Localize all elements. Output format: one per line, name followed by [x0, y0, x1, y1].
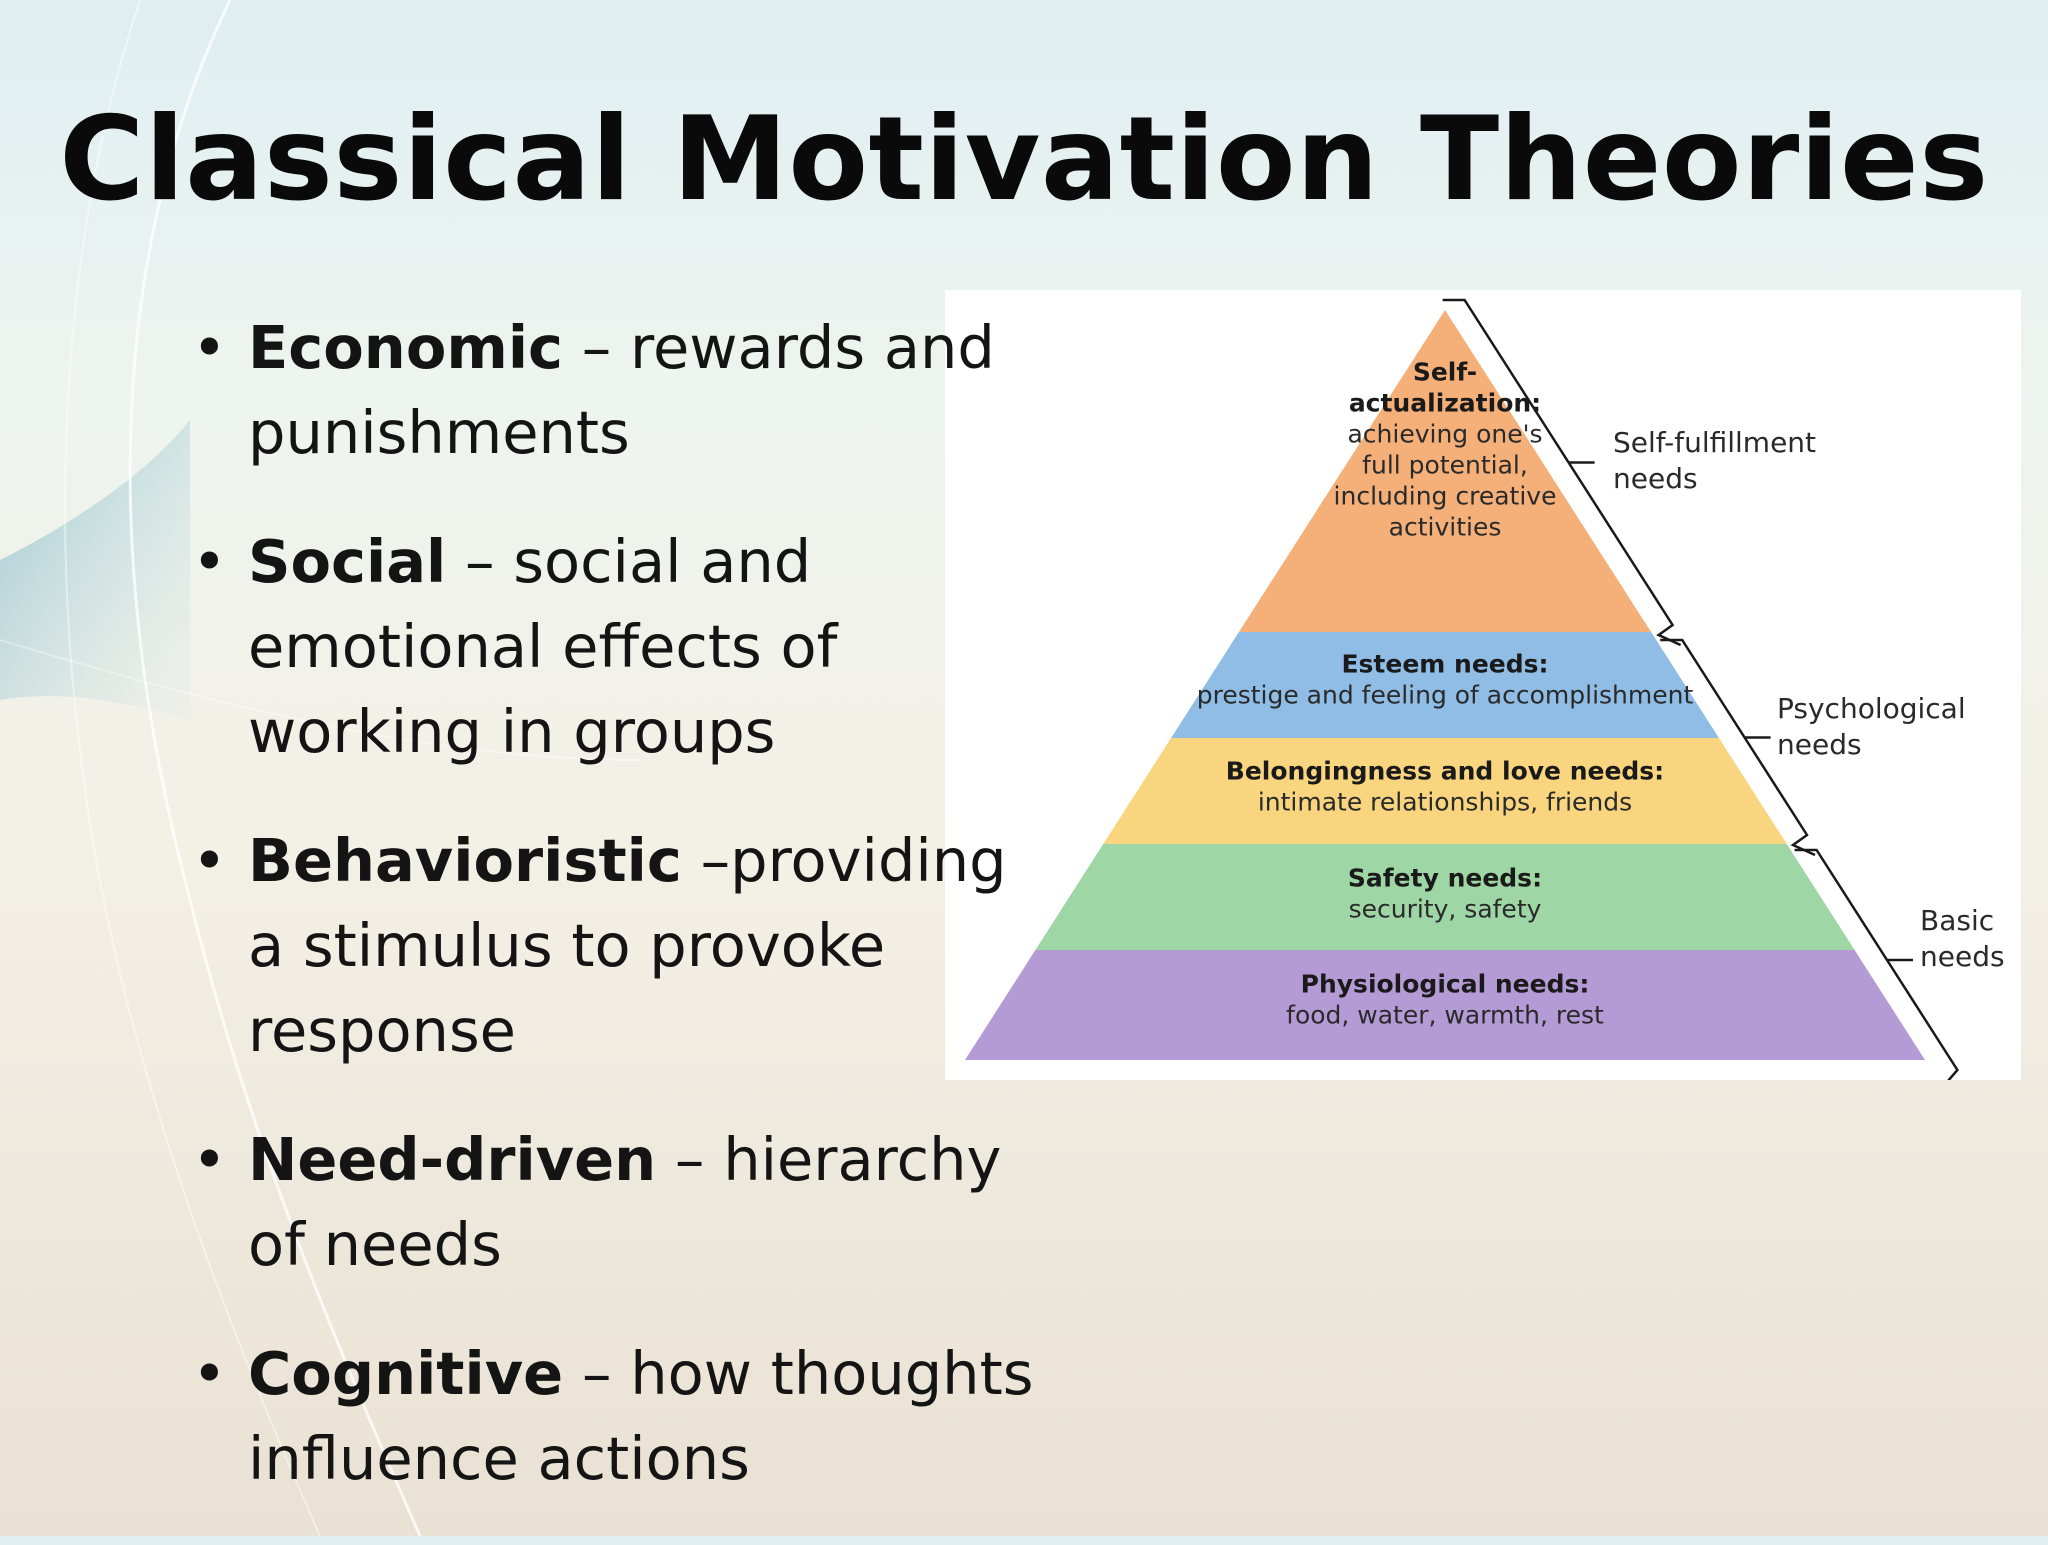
pyramid-level-description: activities: [1389, 513, 1502, 542]
pyramid-group-label: needs: [1613, 462, 1698, 495]
bullet-item: • Behavioristic –providing a stimulus to…: [190, 818, 1050, 1073]
pyramid-group-label: Self-fulfillment: [1613, 426, 1816, 459]
bullet-item: • Social – social and emotional effects …: [190, 519, 1050, 774]
bullet-term: Behavioristic: [248, 826, 682, 895]
bullet-term: Need-driven: [248, 1125, 657, 1194]
bullet-item: • Need-driven – hierarchy of needs: [190, 1117, 1050, 1287]
bullet-term: Social: [248, 527, 447, 596]
pyramid-level-band: [1238, 310, 1652, 632]
pyramid-group-label: Psychological: [1777, 692, 1966, 725]
bullet-text: providing a stimulus to provoke response: [248, 826, 1007, 1065]
pyramid-group-label: needs: [1920, 940, 2005, 973]
bullet-separator: –: [681, 826, 731, 895]
pyramid-level-description: intimate relationships, friends: [1258, 788, 1632, 817]
pyramid-level-description: food, water, warmth, rest: [1286, 1001, 1604, 1030]
pyramid-group-label: Basic: [1920, 904, 1994, 937]
bullet-dot: •: [192, 313, 227, 382]
pyramid-level-band: [1103, 738, 1787, 844]
bullet-text: how thoughts influence actions: [248, 1339, 1034, 1493]
bullet-list: • Economic – rewards and punishments • S…: [190, 305, 1050, 1545]
bullet-separator: –: [446, 527, 514, 596]
bullet-item: • Economic – rewards and punishments: [190, 305, 1050, 475]
bullet-text: social and emotional effects of working …: [248, 527, 838, 766]
pyramid-level-name: Self-: [1413, 358, 1477, 387]
pyramid-level-name: actualization:: [1349, 389, 1541, 418]
pyramid-level-description: security, safety: [1349, 895, 1542, 924]
bullet-separator: –: [563, 1339, 631, 1408]
bullet-text: hierarchy of needs: [248, 1125, 1002, 1279]
bullet-dot: •: [192, 1125, 227, 1194]
pyramid-group-label: needs: [1777, 728, 1862, 761]
pyramid-level-band: [1035, 844, 1855, 950]
bullet-separator: –: [656, 1125, 724, 1194]
pyramid-level-description: achieving one's: [1347, 420, 1542, 449]
pyramid-level-band: [1171, 632, 1719, 738]
slide-title: Classical Motivation Theories: [59, 92, 1989, 227]
bullet-term: Economic: [248, 313, 564, 382]
pyramid-level-name: Physiological needs:: [1301, 970, 1590, 999]
bullet-text: rewards and punishments: [248, 313, 995, 467]
pyramid-level-description: including creative: [1334, 482, 1557, 511]
bullet-dot: •: [192, 826, 227, 895]
pyramid-level-name: Safety needs:: [1348, 864, 1542, 893]
pyramid-level-name: Esteem needs:: [1341, 650, 1548, 679]
pyramid-level-description: prestige and feeling of accomplishment: [1197, 681, 1694, 710]
pyramid-group-bracket: [1442, 298, 1682, 647]
pyramid-level-description: full potential,: [1362, 451, 1528, 480]
bullet-separator: –: [563, 313, 631, 382]
pyramid-level-band: [965, 950, 1925, 1060]
bullet-dot: •: [192, 527, 227, 596]
bullet-dot: •: [192, 1339, 227, 1408]
pyramid-level-name: Belongingness and love needs:: [1226, 757, 1664, 786]
bullet-item: • Cognitive – how thoughts influence act…: [190, 1331, 1050, 1501]
pyramid-group-bracket: [1660, 638, 1816, 857]
bullet-term: Cognitive: [248, 1339, 564, 1408]
